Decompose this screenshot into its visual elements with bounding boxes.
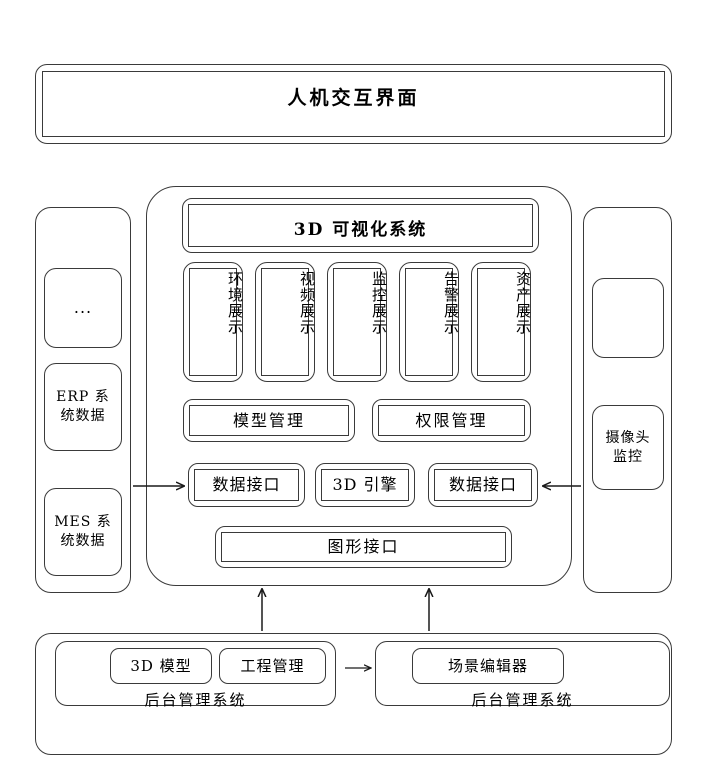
data-interface-left-label: 数据接口 [212, 475, 281, 495]
right-item-camera-monitoring[interactable]: 摄像头 监控 [592, 405, 664, 490]
backend-right-group-caption: 后台管理系统 [471, 691, 574, 709]
module-monitoring-inner-border [333, 268, 381, 376]
3d-engine-label: 3D 引擎 [332, 475, 398, 495]
backend-left-group-caption: 后台管理系统 [144, 691, 247, 709]
visualization-system-inner-border [188, 204, 533, 247]
model-management-inner-border [189, 405, 349, 436]
scene-editor-label: 场景编辑器 [447, 656, 528, 675]
model-management-label: 模型管理 [232, 410, 305, 430]
module-alarm-label: 告警展示 [442, 271, 460, 335]
human-machine-interface-panel: 人机交互界面 [35, 64, 672, 144]
3d-engine-box[interactable]: 3D 引擎 [315, 463, 415, 507]
graphics-interface-label: 图形接口 [327, 537, 400, 557]
module-environment-label: 环境展示 [226, 271, 244, 335]
module-video-label: 视频展示 [298, 271, 316, 335]
module-asset-label: 资产展示 [514, 271, 532, 335]
3d-model-label: 3D 模型 [130, 656, 192, 675]
permission-management-inner-border [378, 405, 525, 436]
permission-management-label: 权限管理 [415, 410, 488, 430]
left-item-mes-data[interactable]: MES 系 统数据 [44, 488, 122, 576]
project-management-box[interactable]: 工程管理 [219, 648, 326, 684]
visualization-system-box[interactable]: 3D 可视化系统 [182, 198, 539, 253]
module-video-display[interactable]: 视频展示 [255, 262, 316, 382]
left-item-erp-label: ERP 系 统数据 [56, 389, 110, 424]
module-alarm-inner-border [405, 268, 453, 376]
module-video-inner-border [261, 268, 309, 376]
left-item-erp-data[interactable]: ERP 系 统数据 [44, 363, 122, 451]
visualization-system-label: 3D 可视化系统 [293, 220, 428, 240]
module-monitoring-label: 监控展示 [370, 271, 388, 335]
top-panel-inner-border [42, 71, 665, 137]
left-item-mes-label: MES 系 统数据 [54, 514, 112, 549]
data-interface-left-inner-border [194, 469, 299, 501]
permission-management-box[interactable]: 权限管理 [372, 399, 531, 442]
data-interface-right-box[interactable]: 数据接口 [428, 463, 538, 507]
model-management-box[interactable]: 模型管理 [183, 399, 355, 442]
module-environment-inner-border [189, 268, 237, 376]
data-interface-left-box[interactable]: 数据接口 [188, 463, 305, 507]
module-environment-display[interactable]: 环境展示 [183, 262, 244, 382]
right-item-blank-label [593, 279, 663, 357]
module-monitoring-display[interactable]: 监控展示 [327, 262, 388, 382]
left-item-ellipsis-label: ... [73, 298, 93, 318]
left-item-ellipsis[interactable]: ... [44, 268, 122, 348]
3d-engine-inner-border [321, 469, 409, 501]
scene-editor-box[interactable]: 场景编辑器 [412, 648, 564, 684]
right-item-blank[interactable] [592, 278, 664, 358]
right-item-camera-label: 摄像头 监控 [605, 429, 651, 465]
data-interface-right-label: 数据接口 [448, 475, 517, 495]
graphics-interface-box[interactable]: 图形接口 [215, 526, 512, 568]
module-asset-inner-border [477, 268, 525, 376]
page-title: 人机交互界面 [287, 87, 420, 109]
module-asset-display[interactable]: 资产展示 [471, 262, 532, 382]
data-interface-right-inner-border [434, 469, 532, 501]
right-devices-column [583, 207, 672, 593]
graphics-interface-inner-border [221, 532, 506, 562]
module-alarm-display[interactable]: 告警展示 [399, 262, 460, 382]
3d-model-box[interactable]: 3D 模型 [110, 648, 212, 684]
project-management-label: 工程管理 [240, 656, 305, 675]
